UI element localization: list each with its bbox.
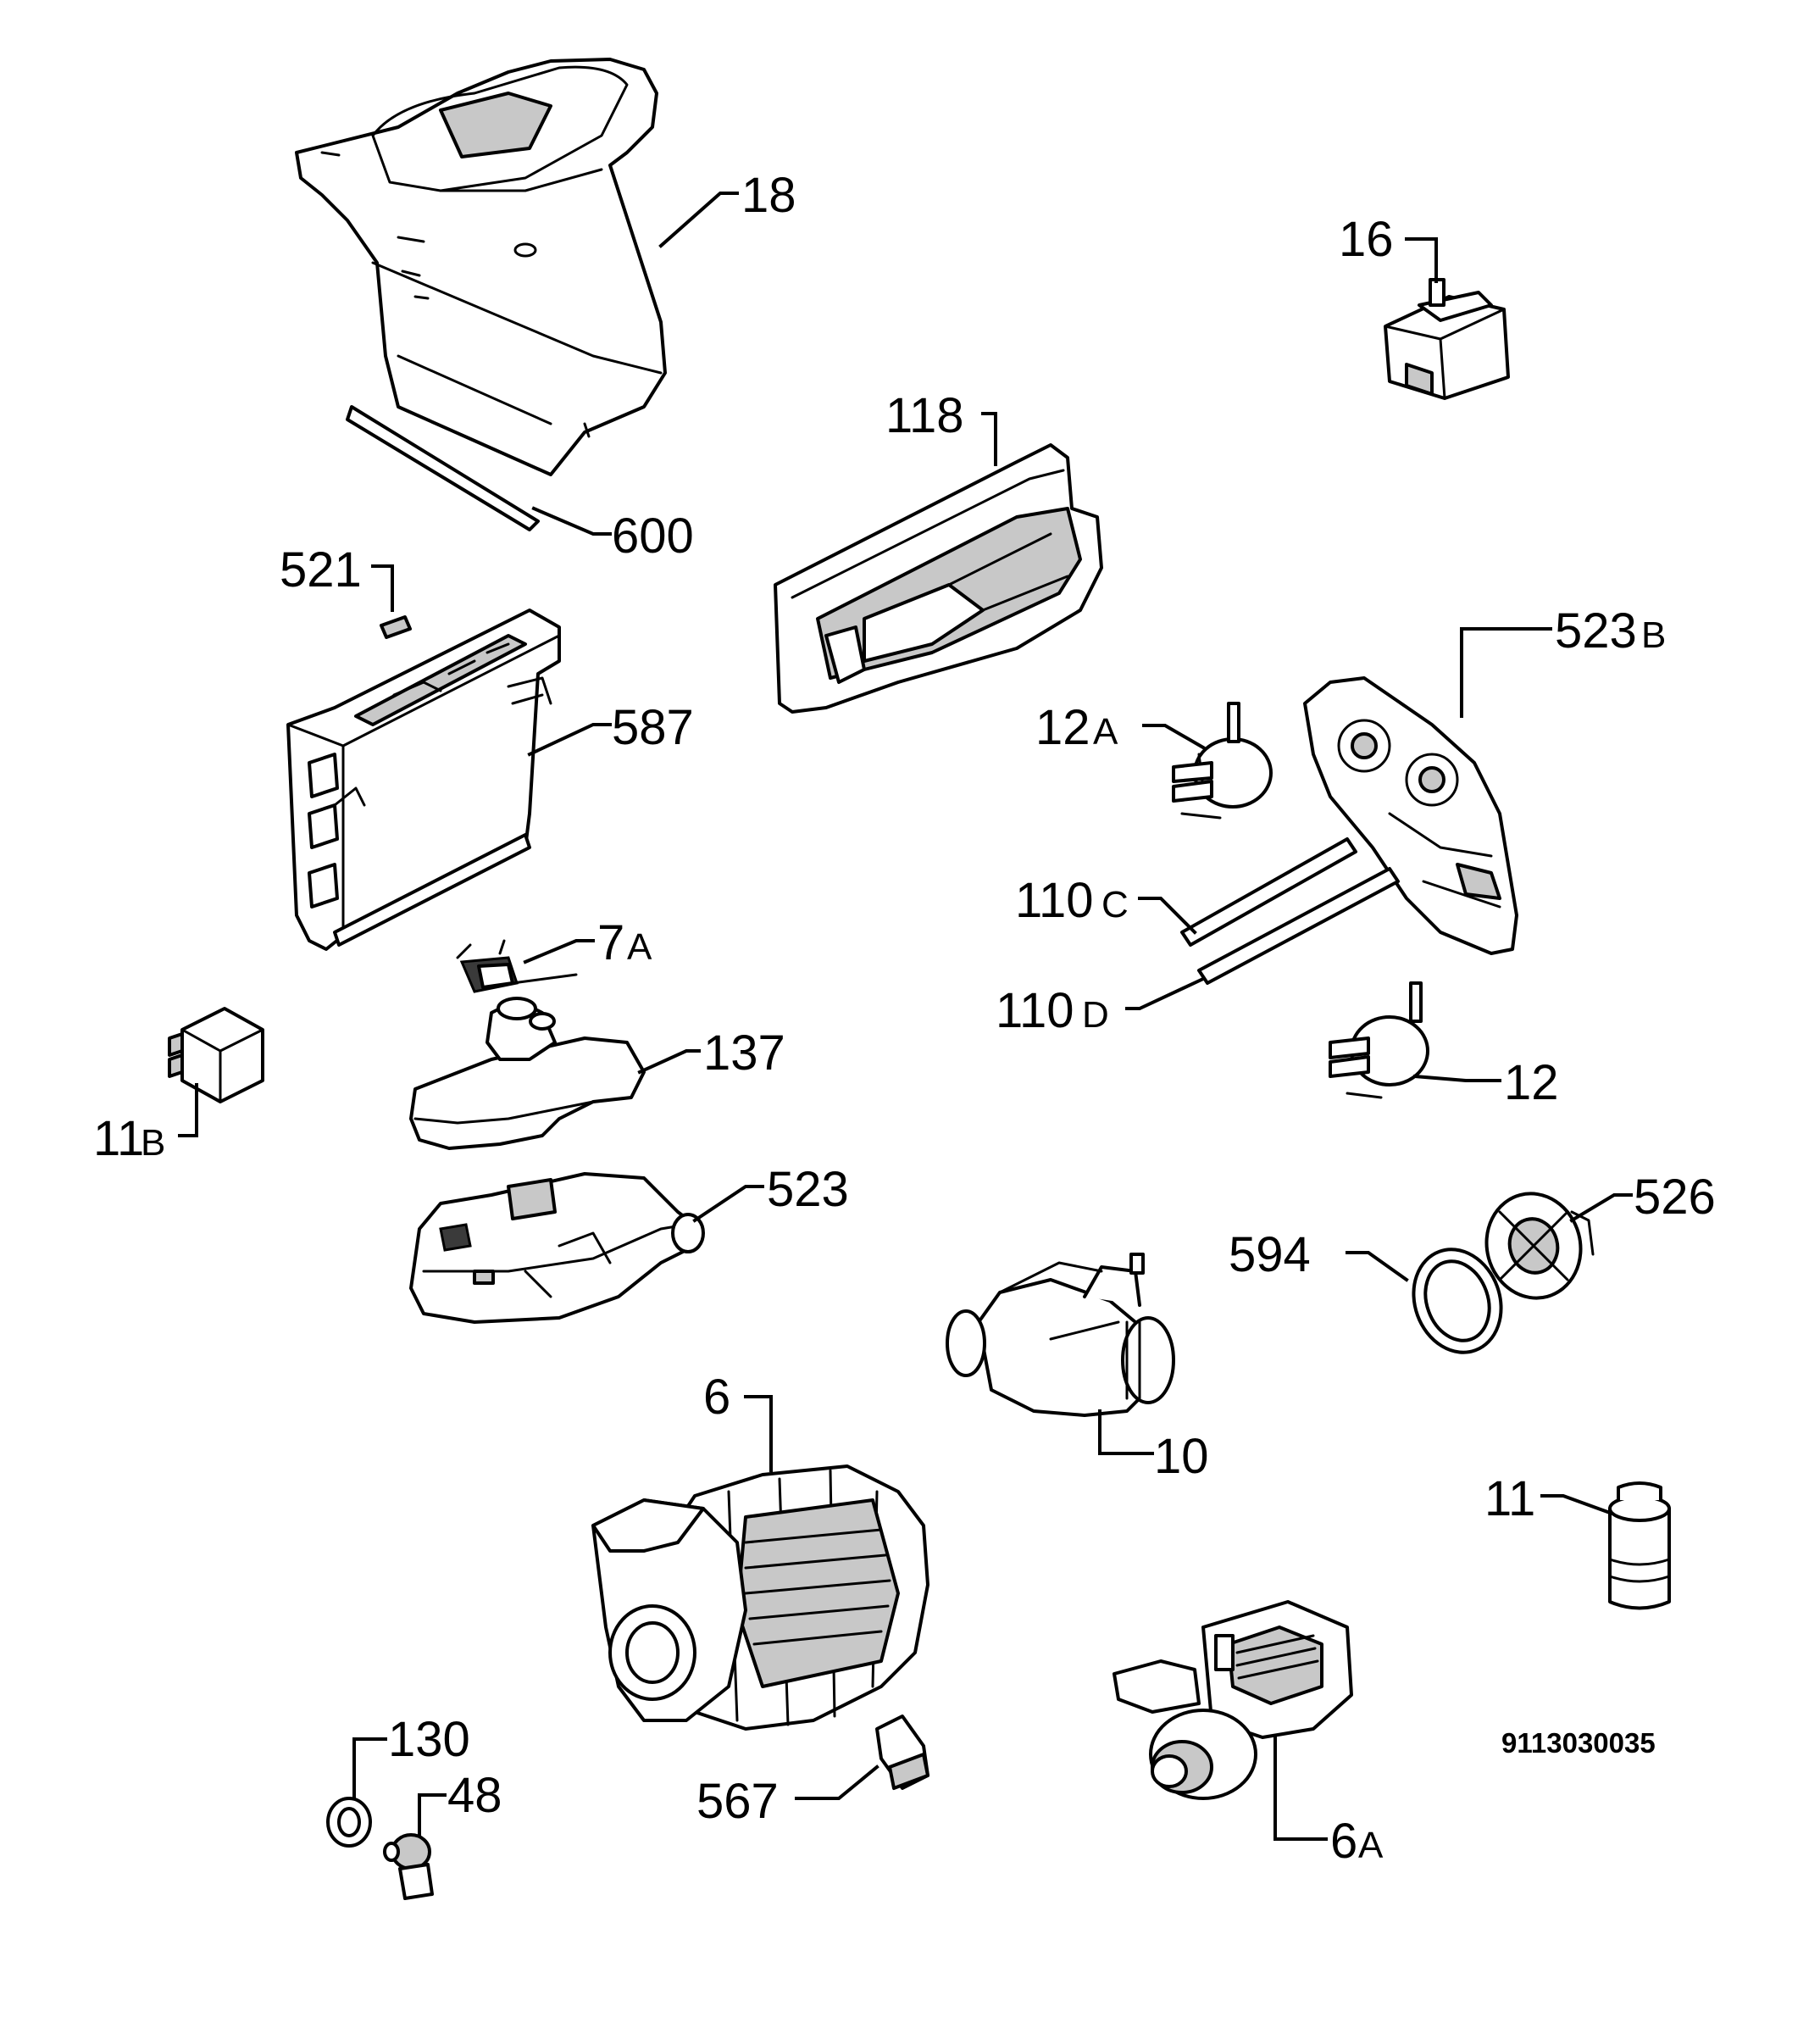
part-11b-relay bbox=[168, 1007, 264, 1103]
callout-118: 118 bbox=[885, 388, 963, 443]
leader-12 bbox=[1412, 1074, 1501, 1082]
leader-110c bbox=[1138, 897, 1197, 935]
callout-523b-suffix: B bbox=[1641, 614, 1666, 656]
callout-600: 600 bbox=[612, 508, 694, 564]
callout-12a-num: 12 bbox=[1035, 700, 1090, 755]
part-594-seal bbox=[1412, 1248, 1503, 1354]
part-6a-drain-pump bbox=[1113, 1600, 1353, 1800]
leader-118 bbox=[981, 412, 997, 466]
leader-12a bbox=[1142, 724, 1206, 750]
part-12a-pressure-switch bbox=[1172, 702, 1273, 820]
callout-110d-num: 110 bbox=[996, 983, 1074, 1038]
callout-12a-suffix: A bbox=[1093, 711, 1118, 753]
part-7a-clip bbox=[456, 939, 578, 993]
leader-7a bbox=[523, 939, 595, 964]
part-12-pressure-switch bbox=[1329, 981, 1429, 1099]
leader-6 bbox=[744, 1395, 773, 1472]
leader-587 bbox=[527, 723, 612, 757]
leader-523b bbox=[1460, 627, 1552, 718]
callout-6a-num: 6 bbox=[1330, 1814, 1357, 1869]
callout-526: 526 bbox=[1634, 1170, 1716, 1225]
callout-11b-num: 11 bbox=[93, 1111, 144, 1166]
part-521-connector bbox=[380, 615, 412, 639]
callout-523b-num: 523 bbox=[1555, 603, 1637, 659]
part-523-housing bbox=[409, 1172, 705, 1324]
leader-526 bbox=[1569, 1193, 1633, 1223]
callout-521: 521 bbox=[280, 542, 362, 597]
leader-521 bbox=[371, 564, 394, 612]
callout-11: 11 bbox=[1484, 1471, 1535, 1526]
leader-18 bbox=[658, 192, 739, 248]
leader-594 bbox=[1346, 1251, 1409, 1282]
callout-7a-num: 7 bbox=[597, 915, 624, 970]
part-11-capacitor bbox=[1608, 1481, 1671, 1610]
leader-6a bbox=[1273, 1736, 1328, 1841]
leader-10 bbox=[1098, 1409, 1154, 1455]
callout-110c-num: 110 bbox=[1015, 873, 1093, 928]
part-10-heater bbox=[946, 1253, 1175, 1417]
callout-567: 567 bbox=[696, 1774, 779, 1829]
leader-523 bbox=[692, 1185, 764, 1223]
callout-12: 12 bbox=[1504, 1055, 1559, 1110]
callout-11b-suffix: B bbox=[141, 1122, 165, 1164]
part-587-module bbox=[286, 609, 561, 951]
leader-11 bbox=[1540, 1494, 1612, 1515]
leader-16 bbox=[1405, 237, 1438, 283]
leader-110d bbox=[1125, 976, 1206, 1010]
callout-6a-suffix: A bbox=[1358, 1825, 1384, 1866]
document-id: 9113030035 bbox=[1501, 1727, 1656, 1759]
callout-110d-suffix: D bbox=[1082, 994, 1109, 1036]
callout-16: 16 bbox=[1339, 212, 1394, 267]
part-137-cover bbox=[409, 997, 646, 1150]
leader-48 bbox=[418, 1793, 447, 1837]
part-6-pump-motor bbox=[591, 1464, 929, 1731]
callout-48: 48 bbox=[447, 1768, 502, 1823]
callout-7a-suffix: A bbox=[627, 926, 652, 968]
part-48-plug bbox=[383, 1833, 434, 1900]
callout-18: 18 bbox=[741, 168, 796, 223]
leader-600 bbox=[531, 506, 612, 536]
leader-567 bbox=[795, 1764, 879, 1800]
part-110-tubes bbox=[1180, 837, 1400, 985]
part-118-panel bbox=[774, 443, 1103, 714]
callout-10: 10 bbox=[1154, 1429, 1209, 1484]
part-526-cap bbox=[1484, 1192, 1595, 1300]
part-16-switch bbox=[1384, 278, 1510, 400]
leader-137 bbox=[637, 1049, 701, 1075]
callout-523: 523 bbox=[767, 1162, 849, 1217]
callout-587: 587 bbox=[612, 700, 694, 755]
callout-594: 594 bbox=[1229, 1227, 1311, 1282]
part-567-clip bbox=[875, 1714, 929, 1790]
callout-137: 137 bbox=[703, 1025, 785, 1081]
leader-11b bbox=[178, 1083, 198, 1137]
part-18-duct bbox=[295, 58, 667, 531]
leader-130 bbox=[352, 1737, 387, 1800]
callout-110c-suffix: C bbox=[1101, 884, 1129, 925]
callout-130: 130 bbox=[388, 1712, 470, 1767]
part-130-oring bbox=[326, 1797, 372, 1848]
callout-6: 6 bbox=[703, 1370, 730, 1425]
part-523b-valveblock bbox=[1303, 676, 1518, 955]
